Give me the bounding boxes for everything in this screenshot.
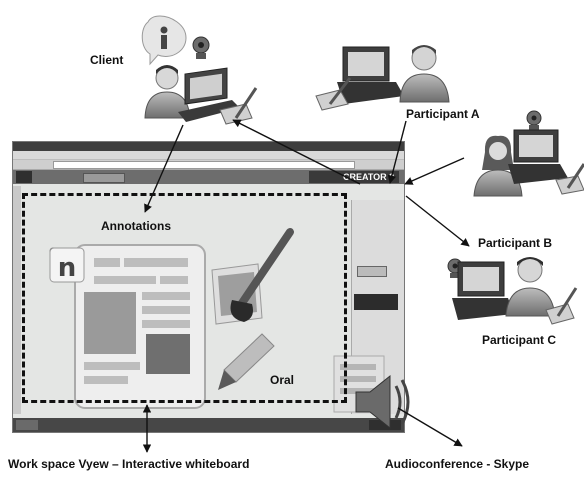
- client-person: [144, 65, 191, 119]
- address-field: [53, 161, 355, 169]
- webcam-icon: [192, 36, 210, 59]
- laptop-icon: [337, 46, 404, 104]
- whiteboard-frame: [22, 193, 347, 403]
- paint-brush-icon: [211, 228, 294, 325]
- speaker-icon: [333, 355, 410, 430]
- tablet-pen-icon: [545, 287, 578, 325]
- client-label: Client: [90, 53, 124, 67]
- taskbar: [13, 418, 404, 432]
- laptop-icon: [178, 67, 240, 122]
- participant-b-group: [473, 110, 584, 197]
- participant-c-person: [505, 257, 556, 317]
- document-icon: [49, 244, 206, 409]
- audioconference-label: Audioconference - Skype: [385, 457, 530, 471]
- panel-button: [357, 266, 387, 277]
- tablet-pen-icon: [315, 77, 352, 111]
- laptop-icon: [452, 261, 514, 320]
- tablet-pen-icon: [219, 87, 258, 125]
- app-logo: [16, 171, 32, 183]
- participant-a-person: [399, 45, 450, 103]
- panel-widget: [354, 294, 398, 310]
- tablet-pen-icon: [555, 163, 584, 195]
- participant-c-label: Participant C: [482, 333, 557, 347]
- window-titlebar: [13, 142, 404, 151]
- annotations-label: Annotations: [101, 219, 171, 233]
- document-letter: n: [58, 253, 77, 283]
- start-button: [16, 420, 38, 430]
- connector-arrows: [142, 119, 470, 453]
- webcam-icon: [526, 110, 542, 130]
- left-panel: [13, 186, 21, 414]
- svg-text:n: n: [58, 253, 77, 283]
- participant-b-person: [473, 135, 523, 197]
- participant-b-label: Participant B: [478, 236, 553, 250]
- workspace-label: Work space Vyew – Interactive whiteboard: [8, 457, 250, 471]
- creator-brand: CREATOR 9: [309, 171, 399, 183]
- participant-a-label: Participant A: [406, 107, 480, 121]
- laptop-icon: [508, 129, 568, 184]
- client-group: [141, 15, 258, 125]
- info-icon: [141, 15, 187, 66]
- system-tray: [369, 420, 401, 430]
- participant-c-group: [447, 257, 578, 325]
- app-button: [83, 173, 125, 183]
- menu-bar: [13, 151, 404, 160]
- app-screenshot: CREATOR 9: [12, 141, 405, 433]
- oral-label: Oral: [270, 373, 295, 387]
- pencil-icon: [218, 333, 275, 390]
- participant-a-group: [315, 45, 450, 111]
